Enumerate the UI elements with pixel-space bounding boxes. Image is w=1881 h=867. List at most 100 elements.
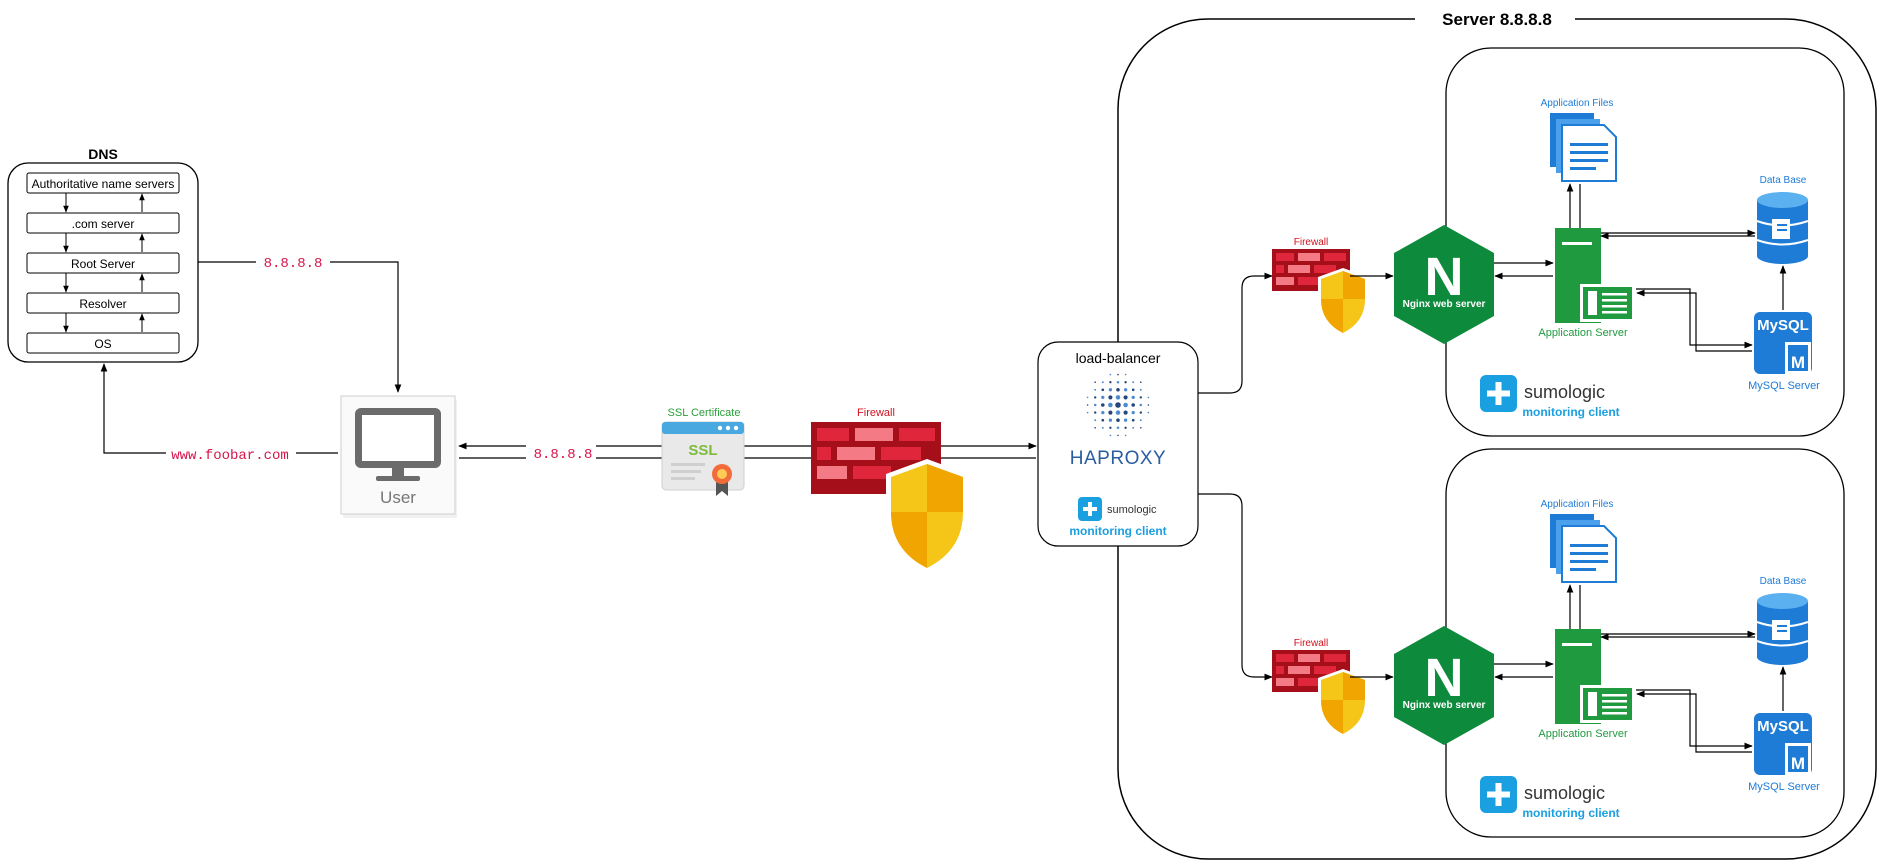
mysql-m: M [1791,754,1805,773]
haproxy-dot [1124,381,1127,384]
dns-os-box[interactable] [26,332,180,354]
haproxy-dot [1124,434,1127,437]
sumo-client[interactable]: sumologic monitoring client [1480,375,1620,419]
haproxy-dot [1101,418,1105,422]
sumo-icon [1480,375,1517,412]
server-title: Server 8.8.8.8 [1442,10,1552,29]
haproxy-dot [1131,410,1135,415]
app-to-mysql-connector [1636,288,1753,349]
db-label: Data Base [1760,576,1807,587]
sumo-icon [1480,776,1517,813]
haproxy-dot [1108,410,1113,415]
dns-resolver-box[interactable] [26,292,180,314]
sumo-brand: sumologic [1524,783,1605,803]
dns-auth-box[interactable] [26,172,180,194]
ip-label-user: 8.8.8.8 [534,447,593,463]
app-to-mysql-connector [1636,689,1753,750]
stack-firewall-label: Firewall [1294,638,1328,649]
load-balancer[interactable]: load-balancer HAPROXY sumologic monitori… [1037,341,1199,547]
haproxy-dot [1101,410,1105,415]
database[interactable]: Data Base [1756,576,1809,665]
sumo-client[interactable]: sumologic monitoring client [1480,776,1620,820]
haproxy-dot [1109,426,1112,429]
haproxy-dot [1147,411,1150,414]
haproxy-dot [1131,395,1135,400]
lb-to-stack1-connector [1198,272,1273,394]
stack-firewall[interactable]: Firewall [1272,237,1368,337]
haproxy-dot [1093,403,1097,407]
haproxy-dot [1131,388,1135,392]
ssl-badge: SSL [688,442,717,459]
sumo-label: monitoring client [1522,405,1619,419]
nginx-hexagon-icon [1394,626,1494,745]
nginx-label: Nginx web server [1403,700,1486,711]
haproxy-logo: HAPROXY [1070,448,1166,469]
haproxy-dot [1094,427,1096,429]
application-server[interactable]: Application Server [1538,228,1635,339]
application-files[interactable]: Application Files [1541,98,1617,182]
haproxy-dot [1101,388,1105,392]
mysql-m: M [1791,353,1805,372]
domain-label: www.foobar.com [171,448,289,464]
haproxy-dot [1139,388,1142,391]
haproxy-dot [1116,388,1120,392]
haproxy-dot [1123,418,1128,422]
stack-firewall[interactable]: Firewall [1272,638,1368,738]
haproxy-dot [1086,404,1089,406]
haproxy-dot [1108,388,1113,392]
database[interactable]: Data Base [1756,175,1809,264]
dns-group: DNS Authoritative name servers .com serv… [7,146,199,363]
haproxy-dot [1132,381,1135,384]
haproxy-dot [1131,403,1135,407]
user-node[interactable]: User [340,395,457,518]
haproxy-dot [1123,388,1128,392]
sumo-brand: sumologic [1524,382,1605,402]
sumo-brand: sumologic [1107,504,1157,516]
shield-icon [1318,669,1368,738]
main-firewall[interactable]: Firewall [811,407,968,574]
files-icon [1550,113,1617,182]
shield-icon [1318,268,1368,337]
haproxy-dot [1108,395,1113,400]
database-icon [1756,593,1809,665]
haproxy-dot [1094,396,1097,399]
mysql-text: MySQL [1757,718,1809,735]
user-label: User [380,488,416,507]
dns-root-box[interactable] [26,252,180,274]
haproxy-dot [1101,403,1105,407]
haproxy-dot [1109,373,1112,376]
haproxy-dot [1108,402,1113,408]
dns-title: DNS [88,146,118,162]
mysql-to-app-connector [1636,289,1752,352]
haproxy-icon [1086,373,1150,437]
nginx-letter: N [1425,247,1464,307]
files-icon [1550,514,1617,583]
dns-com-label: .com server [72,217,135,231]
sumo-label: monitoring client [1522,806,1619,820]
haproxy-dot [1115,395,1121,400]
application-server[interactable]: Application Server [1538,629,1635,740]
haproxy-dot [1115,410,1121,415]
haproxy-dot [1131,418,1135,422]
ribbon-icon [712,464,732,496]
application-files[interactable]: Application Files [1541,499,1617,583]
dns-com-box[interactable] [26,212,180,234]
haproxy-dot [1147,404,1150,406]
ip-label-dns: 8.8.8.8 [264,256,323,272]
nginx-hexagon-icon [1394,225,1494,344]
haproxy-dot [1094,381,1096,384]
haproxy-dot [1123,395,1128,400]
haproxy-dot [1139,396,1142,399]
ssl-certificate[interactable]: SSL Certificate SSL [661,407,745,496]
haproxy-dot [1116,426,1120,430]
app-files-label: Application Files [1541,98,1614,109]
haproxy-dot [1116,380,1120,384]
haproxy-dot [1140,427,1142,429]
mysql-to-app-connector [1636,690,1752,753]
